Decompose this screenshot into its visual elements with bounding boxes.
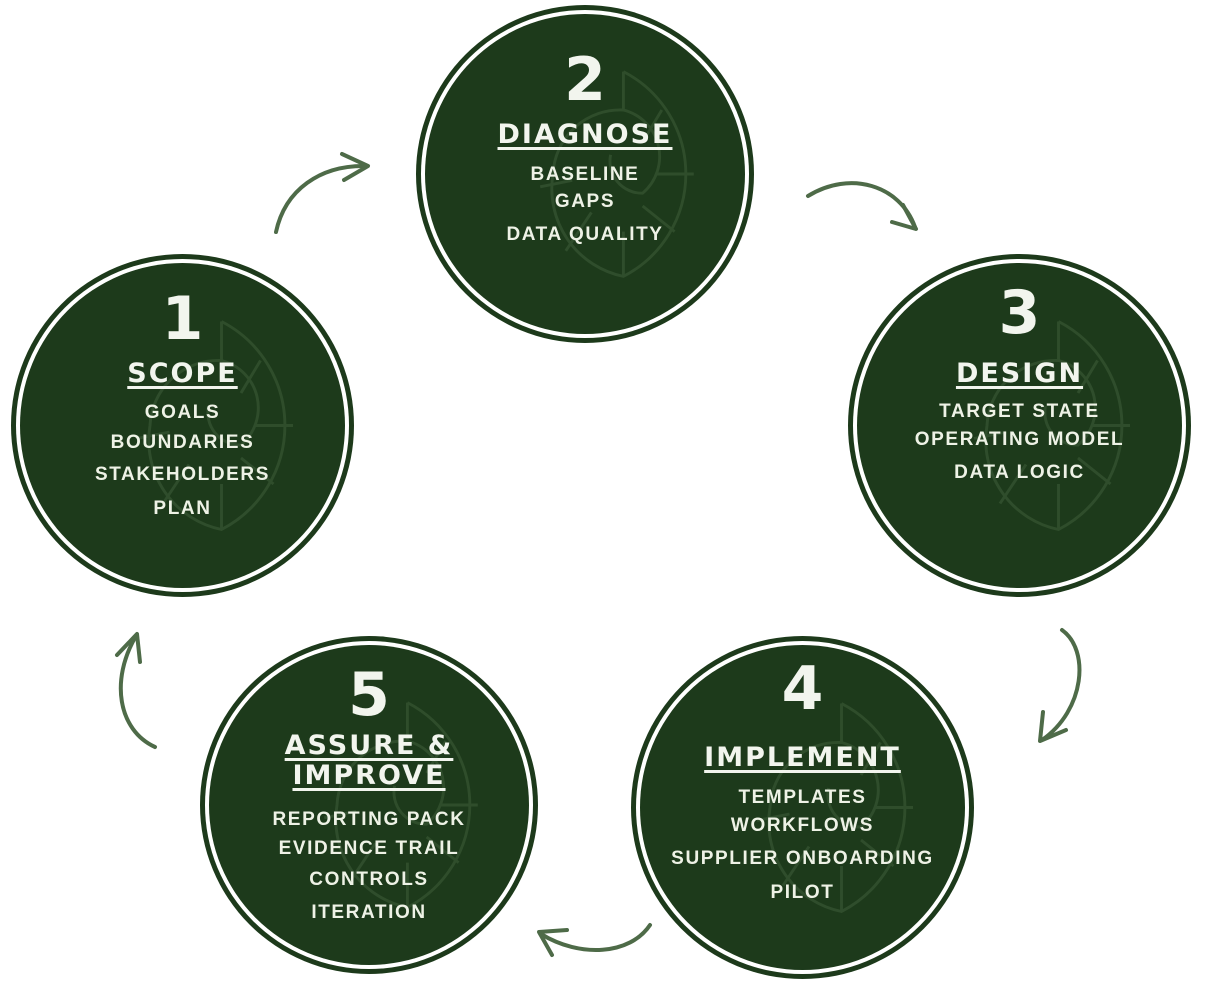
stage-content: 1 SCOPE GOALS BOUNDARIES STAKEHOLDERS PL…	[20, 263, 345, 588]
stage-item: DATA LOGIC	[954, 462, 1085, 483]
arrowhead-icon	[115, 632, 142, 664]
stage-circle-design: 3 DESIGN TARGET STATE OPERATING MODEL DA…	[857, 263, 1182, 588]
stage-items: REPORTING PACK EVIDENCE TRAIL CONTROLS I…	[272, 805, 465, 929]
stage-item: PLAN	[153, 498, 212, 519]
stage-item: GOALS	[144, 402, 221, 423]
stage-items: TEMPLATES WORKFLOWS SUPPLIER ONBOARDING …	[671, 784, 934, 908]
arrowhead-icon	[890, 203, 918, 231]
stage-item: CONTROLS	[309, 869, 429, 890]
stage-title: ASSURE & IMPROVE	[284, 730, 454, 791]
stage-number: 4	[781, 654, 824, 724]
stage-content: 5 ASSURE & IMPROVE REPORTING PACK EVIDEN…	[209, 645, 529, 965]
stage-circle-diagnose: 2 DIAGNOSE BASELINE GAPS DATA QUALITY	[425, 14, 745, 334]
stage-circle-assure-improve: 5 ASSURE & IMPROVE REPORTING PACK EVIDEN…	[209, 645, 529, 965]
stage-item: GAPS	[554, 191, 616, 212]
stage-item: PILOT	[770, 882, 835, 903]
stage-number: 2	[564, 45, 606, 115]
stage-item: ITERATION	[311, 902, 427, 923]
stage-items: BASELINE GAPS DATA QUALITY	[506, 161, 663, 255]
stage-item: TEMPLATES	[738, 787, 867, 808]
stage-item: WORKFLOWS	[730, 815, 875, 836]
stage-number: 5	[348, 660, 390, 730]
stage-title: IMPLEMENT	[704, 742, 901, 773]
stage-item: DATA QUALITY	[506, 224, 664, 245]
stage-circle-implement: 4 IMPLEMENT TEMPLATES WORKFLOWS SUPPLIER…	[640, 645, 965, 970]
stage-items: GOALS BOUNDARIES STAKEHOLDERS PLAN	[95, 398, 270, 525]
stage-item: BASELINE	[530, 164, 640, 185]
stage-circle-scope: 1 SCOPE GOALS BOUNDARIES STAKEHOLDERS PL…	[20, 263, 345, 588]
stage-title: SCOPE	[127, 358, 238, 389]
stage-content: 2 DIAGNOSE BASELINE GAPS DATA QUALITY	[425, 14, 745, 334]
arrow-diagnose-to-design	[806, 181, 917, 229]
stage-item: BOUNDARIES	[110, 432, 255, 453]
stage-item: REPORTING PACK	[272, 809, 466, 830]
arrow-implement-to-assure	[539, 923, 652, 952]
stage-item: EVIDENCE TRAIL	[278, 838, 460, 859]
stage-content: 4 IMPLEMENT TEMPLATES WORKFLOWS SUPPLIER…	[640, 645, 965, 970]
stage-item: SUPPLIER ONBOARDING	[671, 848, 934, 869]
arrowhead-icon	[1038, 710, 1068, 743]
arrowhead-icon	[340, 152, 370, 182]
stage-title: DIAGNOSE	[497, 119, 673, 150]
arrow-scope-to-diagnose	[274, 163, 368, 234]
stage-items: TARGET STATE OPERATING MODEL DATA LOGIC	[915, 398, 1124, 492]
stage-item: OPERATING MODEL	[914, 429, 1125, 450]
stage-item: TARGET STATE	[939, 401, 1100, 422]
stage-number: 1	[161, 284, 204, 354]
stage-content: 3 DESIGN TARGET STATE OPERATING MODEL DA…	[857, 263, 1182, 588]
stage-item: STAKEHOLDERS	[94, 464, 271, 485]
stage-number: 3	[998, 278, 1041, 348]
arrowhead-icon	[537, 928, 569, 957]
stage-title: DESIGN	[955, 358, 1084, 389]
arrow-assure-to-scope	[118, 634, 157, 749]
arrow-design-to-implement	[1040, 628, 1082, 742]
